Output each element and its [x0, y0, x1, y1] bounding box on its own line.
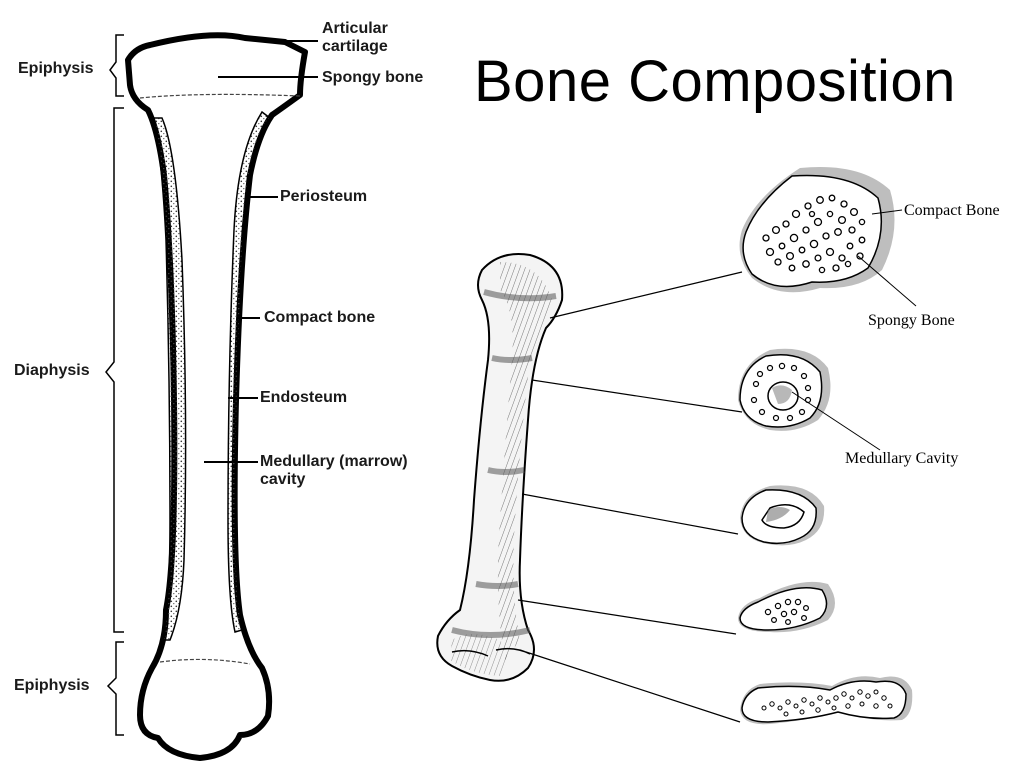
cross-section-distal-end: [740, 676, 913, 725]
label-diaphysis: Diaphysis: [14, 362, 90, 379]
cross-section-upper-shaft: [738, 348, 881, 451]
compact-wall-right: [227, 110, 272, 633]
compact-wall-left: [153, 117, 187, 641]
label-spongy-bone: Spongy bone: [322, 69, 424, 86]
section-pointer-lines: [517, 271, 743, 723]
epiphyseal-line-bottom: [159, 658, 251, 665]
label-epiphysis-bottom: Epiphysis: [14, 677, 90, 694]
bracket-epiphysis-bottom: [106, 641, 124, 736]
humerus-shading: [497, 262, 552, 660]
slide-title: Bone Composition: [474, 49, 956, 114]
epiphyseal-line-top: [139, 93, 301, 99]
label-epiphysis-top: Epiphysis: [18, 60, 94, 77]
humerus-shading-2: [450, 634, 508, 676]
label-medullary-cavity-line1: Medullary (marrow): [260, 453, 408, 470]
label-compact-bone: Compact bone: [264, 309, 376, 326]
cross-section-mid-shaft: [740, 485, 825, 546]
label-articular-cartilage-line2: cartilage: [322, 38, 388, 55]
humerus-section-bands: [451, 289, 557, 638]
cross-section-head: [739, 166, 917, 307]
label-endosteum: Endosteum: [260, 389, 348, 406]
bracket-diaphysis: [105, 107, 124, 633]
label-compact-bone-section: Compact Bone: [904, 202, 1000, 219]
cross-section-lower-shaft: [738, 581, 835, 633]
bracket-epiphysis-top: [109, 34, 124, 97]
label-periosteum: Periosteum: [280, 188, 368, 205]
leader-lines-left: [204, 40, 318, 463]
label-medullary-cavity-line2: cavity: [260, 471, 306, 488]
label-spongy-bone-section: Spongy Bone: [868, 312, 955, 329]
label-articular-cartilage-line1: Articular: [322, 20, 388, 37]
label-medullary-cavity-section: Medullary Cavity: [845, 450, 959, 467]
